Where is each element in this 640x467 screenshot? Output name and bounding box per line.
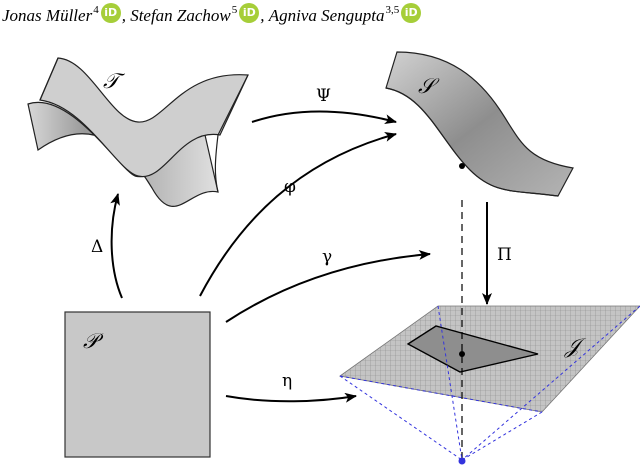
point-on-s [459,163,465,169]
arrow-gamma [225,249,431,323]
label-delta: Δ [91,237,103,257]
plane-j [338,305,640,413]
affiliation-sup: 4 [93,4,99,16]
orcid-icon[interactable]: iD [100,3,121,23]
arrow-eta [225,392,357,403]
projected-point [459,351,465,357]
orcid-icon[interactable]: iD [401,3,422,23]
author-name: Jonas Müller [2,6,93,25]
author-name: Stefan Zachow [130,6,231,25]
surface-t [27,57,249,207]
orcid-icon[interactable]: iD [239,3,260,23]
surface-s [385,51,574,197]
label-phi: φ [284,177,296,197]
affiliation-sup: 5 [231,4,238,16]
arrow-psi [251,110,397,125]
arrow-phi [199,132,397,297]
camera-frustum [339,305,640,461]
camera-center [458,457,466,465]
label-pi: Π [497,245,512,265]
arrow-delta [110,193,123,299]
label-gamma: γ [322,247,332,267]
label-eta: η [282,371,292,391]
label-psi: Ψ [316,86,331,106]
square-p [64,311,211,458]
author-name: Agniva Sengupta [268,6,385,25]
affiliation-sup: 3,5 [385,4,400,16]
label-t: 𝒯 [103,69,126,93]
